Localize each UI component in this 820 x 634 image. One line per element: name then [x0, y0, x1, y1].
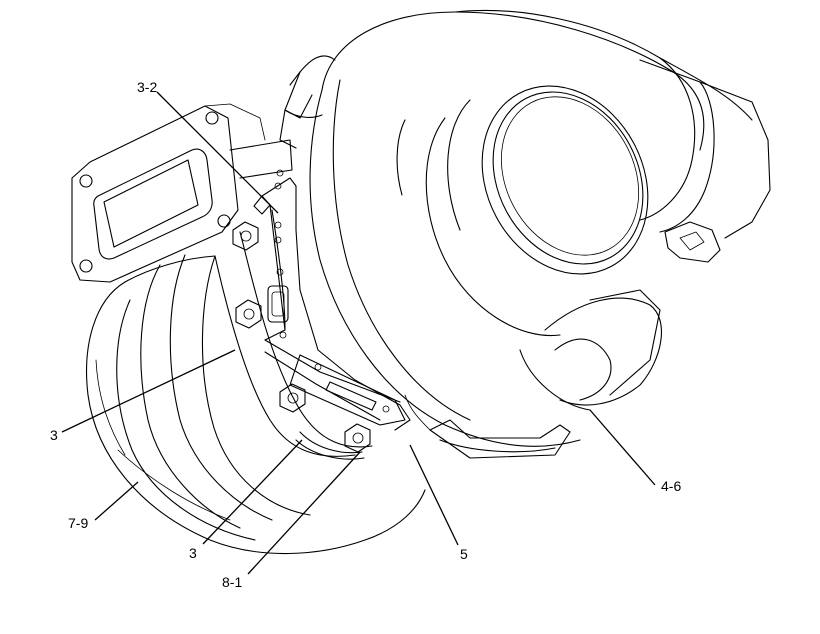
bolt: [344, 423, 371, 453]
leader-5: [409, 444, 459, 546]
callout-label-3-lower: 3: [189, 545, 197, 561]
turbine-housing: [71, 103, 426, 555]
leader-4-6: [589, 409, 656, 486]
leader-lines: [61, 91, 656, 575]
bolt: [232, 221, 259, 251]
center-housing: [214, 169, 411, 460]
bolt: [235, 299, 262, 329]
leader-7-9: [94, 481, 139, 521]
callout-label-5: 5: [460, 546, 468, 562]
leader-3-upper: [61, 349, 236, 433]
bolt: [279, 383, 306, 413]
leader-3-lower: [202, 439, 303, 545]
leader-8-1: [247, 451, 361, 575]
callout-label-4-6: 4-6: [661, 478, 682, 494]
callout-label-3: 3: [50, 427, 58, 443]
callout-label-7-9: 7-9: [68, 515, 89, 531]
callout-label-3-2: 3-2: [137, 79, 158, 95]
compressor-housing: [279, 9, 771, 459]
leader-3-2: [156, 91, 279, 214]
callout-label-8-1: 8-1: [222, 574, 243, 590]
